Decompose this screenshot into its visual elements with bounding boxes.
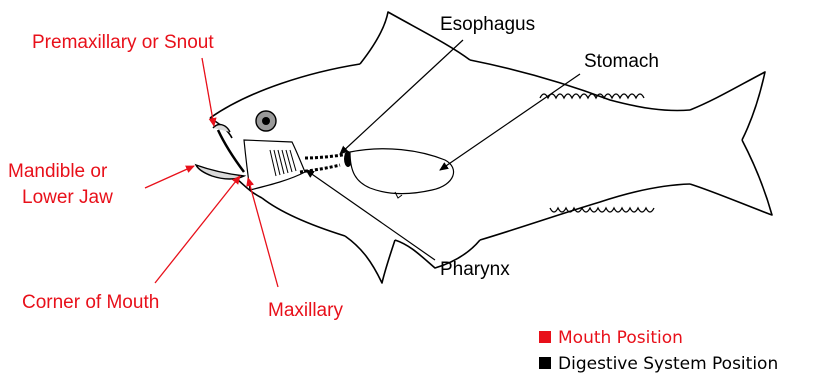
stomach-shape — [350, 149, 454, 194]
finlets-bottom — [550, 208, 654, 212]
corner-of-mouth-leader — [155, 176, 240, 283]
esophagus-tube — [305, 154, 350, 158]
snout — [213, 125, 230, 132]
tail-lower — [690, 140, 772, 215]
mandible-leader — [145, 166, 194, 188]
digestive-leader-lines — [306, 40, 580, 260]
label-mandible-line2: Lower Jaw — [22, 187, 113, 208]
legend-label-digestive: Digestive System Position — [558, 354, 778, 374]
stomach-leader — [440, 74, 580, 170]
label-stomach: Stomach — [584, 51, 659, 72]
lower-jaw — [196, 165, 244, 179]
legend: Mouth Position Digestive System Position — [539, 328, 778, 374]
esophagus-leader — [340, 40, 463, 154]
maxillary-leader — [248, 178, 278, 287]
label-maxillary: Maxillary — [268, 300, 343, 321]
label-corner-of-mouth: Corner of Mouth — [22, 292, 159, 313]
label-esophagus: Esophagus — [440, 14, 535, 35]
pharynx-band — [300, 165, 340, 172]
legend-swatch-digestive — [539, 357, 551, 369]
label-premaxillary: Premaxillary or Snout — [32, 32, 214, 53]
finlets-top — [540, 94, 644, 98]
legend-swatch-mouth — [539, 331, 551, 343]
belly-front — [262, 198, 345, 236]
legend-label-mouth: Mouth Position — [558, 328, 683, 348]
label-pharynx: Pharynx — [440, 259, 510, 280]
tail-upper — [690, 72, 765, 140]
label-mandible-line1: Mandible or — [8, 161, 108, 182]
pelvic-fin — [345, 236, 395, 283]
fish-body-top — [210, 64, 360, 118]
gill-cover — [244, 140, 305, 190]
premaxillary-leader — [202, 58, 214, 126]
eye — [256, 111, 276, 131]
